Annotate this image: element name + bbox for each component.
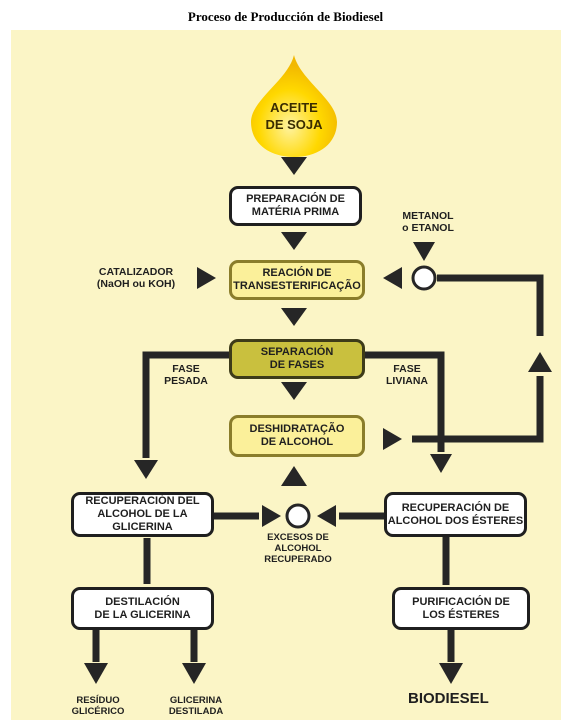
arrow-catalyst bbox=[197, 267, 216, 289]
label-glicerina-destilada: GLICERINA DESTILADA bbox=[168, 695, 224, 717]
label-metanol: METANOL o ETANOL bbox=[402, 210, 454, 234]
line-fase-pesada bbox=[142, 351, 229, 458]
arrow-prep-to-reaction bbox=[281, 232, 307, 250]
arrow-liviana-down bbox=[430, 454, 452, 473]
arrow-left-to-circle bbox=[262, 505, 281, 527]
node-rec-alcohol-glicerina: RECUPERACIÓN DEL ALCOHOL DE LA GLICERINA bbox=[71, 492, 214, 537]
node-reacion: REACIÓN DE TRANSESTERIFICAÇÃO bbox=[229, 260, 365, 300]
arrow-methanol-down bbox=[413, 242, 435, 261]
node-rec-alcohol-esteres: RECUPERACIÓN DE ALCOHOL DOS ÉSTERES bbox=[384, 492, 527, 537]
arrow-right-to-circle bbox=[317, 505, 336, 527]
label-fase-liviana: FASE LIVIANA bbox=[386, 363, 428, 387]
page-title: Proceso de Producción de Biodiesel bbox=[187, 9, 384, 24]
label-catalizador: CATALIZADOR (NaOH ou KOH) bbox=[96, 266, 176, 290]
label-fase-pesada: FASE PESADA bbox=[164, 363, 208, 387]
node-separacion: SEPARACIÓN DE FASES bbox=[229, 339, 365, 379]
oil-drop-icon bbox=[251, 55, 337, 157]
line-recycle-loop bbox=[437, 274, 544, 336]
arrow-separation-to-deshid bbox=[281, 382, 307, 400]
arrow-pesada-down bbox=[134, 460, 158, 479]
arrow-to-glicerina bbox=[182, 663, 206, 684]
arrow-to-residuo bbox=[84, 663, 108, 684]
node-purificacion: PURIFICACIÓN DE LOS ÉSTERES bbox=[392, 587, 530, 630]
arrow-reaction-to-separation bbox=[281, 308, 307, 326]
arrow-to-biodiesel bbox=[439, 663, 463, 684]
label-excesos: EXCESOS DE ALCOHOL RECUPERADO bbox=[264, 532, 332, 565]
line-fase-liviana bbox=[365, 351, 445, 452]
node-preparacion: PREPARACIÓN DE MATÉRIA PRIMA bbox=[229, 186, 362, 226]
arrow-deshid-right bbox=[383, 428, 402, 450]
arrow-drop-to-prep bbox=[281, 157, 307, 175]
methanol-mix-circle bbox=[411, 265, 437, 291]
node-destilacion: DESTILACIÓN DE LA GLICERINA bbox=[71, 587, 214, 630]
label-biodiesel: BIODIESEL bbox=[408, 690, 489, 707]
line-recycle-lower bbox=[412, 376, 544, 443]
arrow-circle-to-deshid bbox=[281, 466, 307, 486]
excess-alcohol-circle bbox=[285, 503, 311, 529]
arrow-methanol-to-reaction bbox=[383, 267, 402, 289]
node-aceite: ACEITE DE SOJA bbox=[265, 100, 323, 132]
label-residuo: RESÍDUO GLICÉRICO bbox=[71, 695, 125, 717]
node-deshidratacao: DESHIDRATAÇÃO DE ALCOHOL bbox=[229, 415, 365, 457]
arrow-loop-up bbox=[528, 352, 552, 372]
